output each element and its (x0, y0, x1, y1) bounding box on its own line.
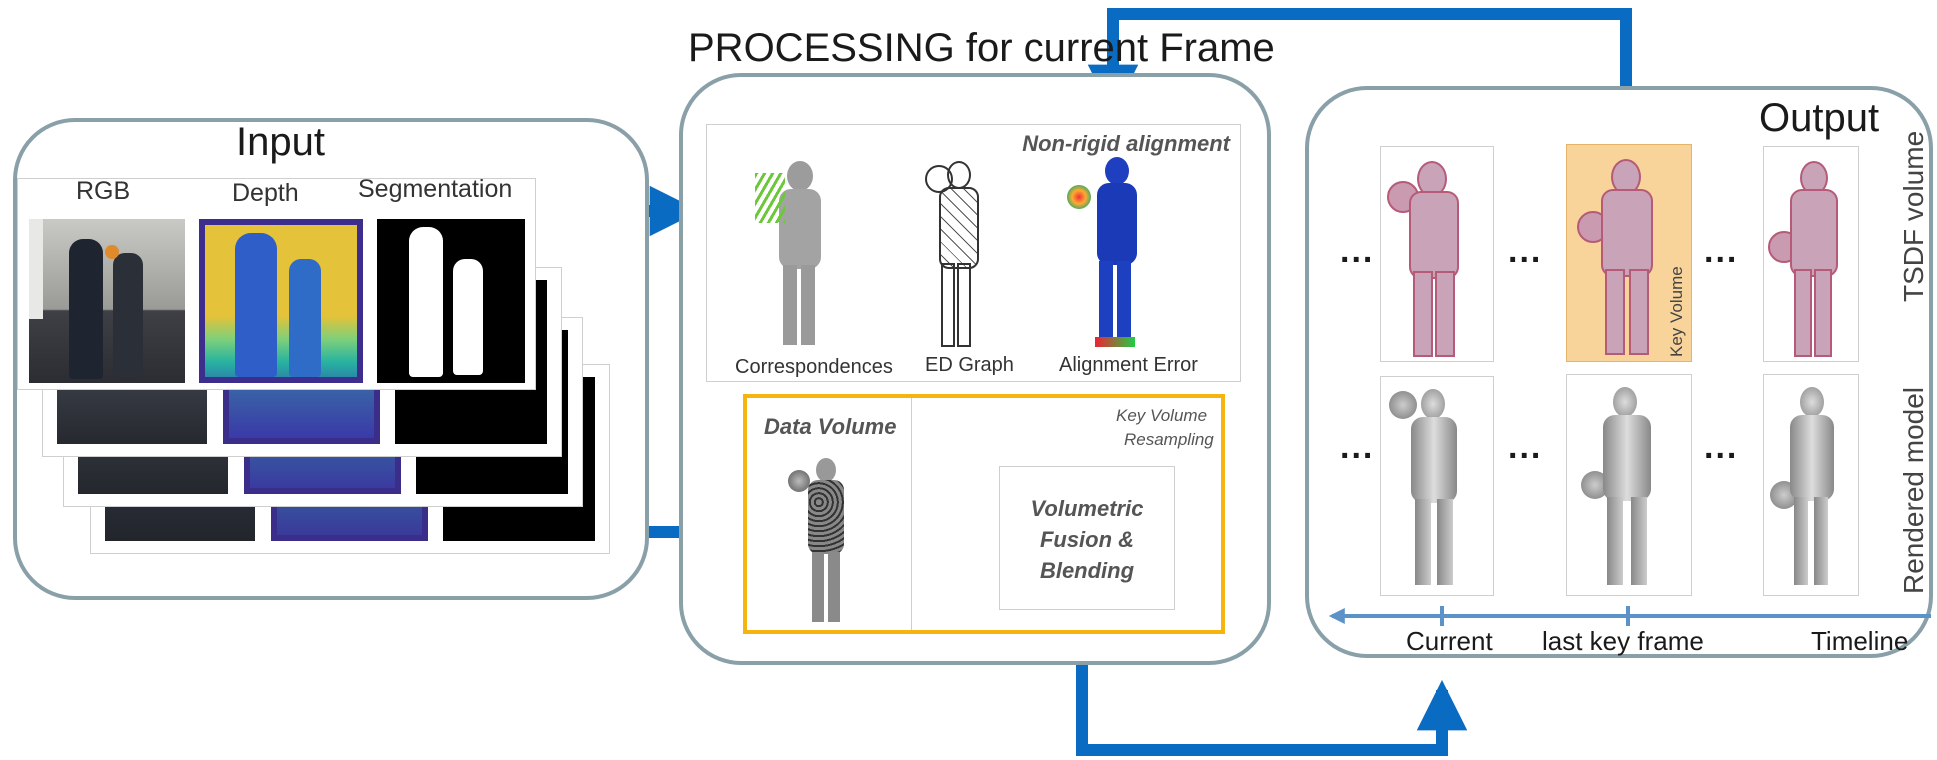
data-volume-figure (788, 458, 858, 624)
processing-title: PROCESSING for current Frame (688, 26, 1275, 70)
data-volume-title: Data Volume (764, 414, 897, 439)
ellipsis-render-2: ... (1508, 428, 1543, 466)
fusion-line-3: Blending (1039, 558, 1135, 583)
key-volume-resampling-line1: Key Volume (1116, 406, 1208, 425)
input-title: Input (236, 120, 325, 164)
input-label-segmentation: Segmentation (358, 175, 513, 203)
fusion-line-2: Fusion & (1039, 527, 1135, 552)
arrow-keyframe-feedback (1087, 8, 1632, 145)
label-correspondences: Correspondences (735, 356, 893, 378)
ellipsis-render-3: ... (1704, 428, 1739, 466)
ellipsis-tsdf-3: ... (1704, 232, 1739, 270)
tsdf-volume-next (1763, 146, 1859, 362)
rendered-model-key (1566, 374, 1692, 596)
ellipsis-render-1: ... (1340, 428, 1375, 466)
correspondences-figure (755, 161, 837, 347)
alignment-error-figure (1067, 157, 1147, 353)
arrow-processing-to-output (1076, 636, 1468, 756)
data-volume-panel: Data Volume (752, 398, 912, 630)
segmentation-image (377, 219, 525, 383)
alignment-section-title: Non-rigid alignment (1022, 131, 1230, 156)
rendered-model-next (1763, 374, 1859, 596)
depth-image (199, 219, 363, 383)
tsdf-volume-key: Key Volume (1566, 144, 1692, 362)
ed-graph-figure (925, 161, 985, 347)
input-label-depth: Depth (232, 179, 299, 207)
fusion-box: Volumetric Fusion & Blending (999, 466, 1175, 610)
label-alignment-error: Alignment Error (1059, 354, 1198, 376)
tsdf-volume-current (1380, 146, 1494, 362)
input-label-rgb: RGB (76, 177, 131, 205)
timeline-label-timeline: Timeline (1811, 626, 1909, 656)
timeline-label-current: Current (1406, 626, 1493, 656)
ellipsis-tsdf-2: ... (1508, 232, 1543, 270)
alignment-box: Non-rigid alignment Correspondences ED G… (706, 124, 1241, 382)
input-frame-front: RGB Depth Segmentation (17, 175, 536, 390)
ellipsis-tsdf-1: ... (1340, 232, 1375, 270)
timeline-label-last-key-frame: last key frame (1542, 626, 1704, 656)
output-title: Output (1759, 96, 1880, 140)
rendered-model-current (1380, 376, 1494, 596)
label-ed-graph: ED Graph (925, 354, 1014, 376)
fusion-line-1: Volumetric (1030, 496, 1144, 521)
rgb-image (29, 219, 185, 383)
key-volume-resampling-line2: Resampling (1124, 430, 1214, 449)
